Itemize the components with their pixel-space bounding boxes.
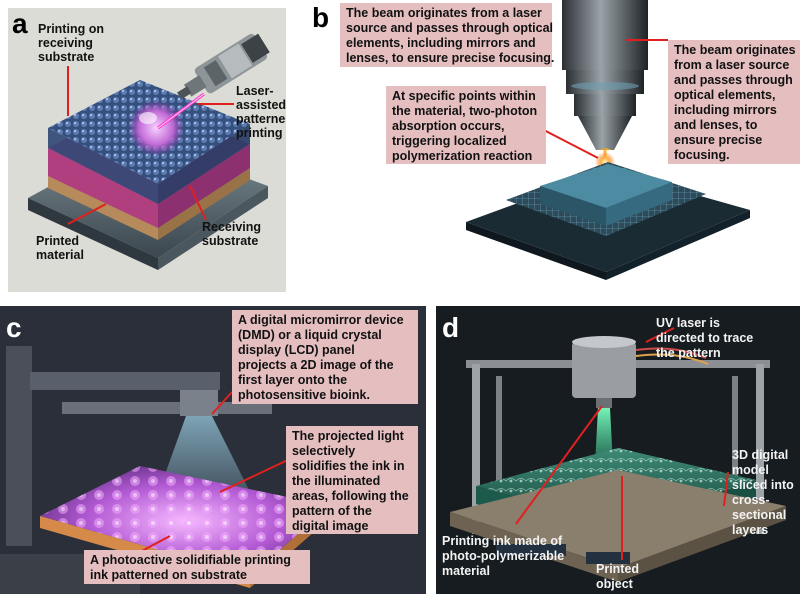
panel-c-letter: c <box>6 312 22 343</box>
label-printing-ink: Printing ink made of photo-polymerizable… <box>442 534 565 578</box>
label-uv-laser: UV laser is directed to trace the patter… <box>656 316 754 360</box>
panel-a: a Printing on receiving substrate Laser-… <box>8 8 286 292</box>
label-printed-object: Printed object <box>596 562 640 591</box>
laser-column <box>562 0 648 70</box>
laser-bubble <box>128 100 184 156</box>
label-printing-on-receiving-substrate: Printing on receiving substrate <box>38 22 104 64</box>
callout-beam-source-top: The beam originates from a laser source … <box>340 3 554 67</box>
uv-laser-head <box>572 342 636 398</box>
callout-two-photon-absorption: At specific points within the material, … <box>386 86 546 164</box>
label-receiving-substrate: Receiving substrate <box>202 220 262 248</box>
panel-b-letter: b <box>312 2 330 33</box>
callout-projected-light: The projected light selectively solidifi… <box>286 426 418 534</box>
panel-b-illustration <box>466 0 750 280</box>
panel-a-illustration <box>28 33 270 270</box>
print-head <box>180 390 218 416</box>
label-3d-digital-model: 3D digital model sliced into cross- sect… <box>732 448 794 537</box>
panel-d-illustration <box>436 306 800 594</box>
panel-d: d UV laser is directed to trace the patt… <box>436 306 800 594</box>
frame-post-right <box>756 364 764 534</box>
panel-a-letter: a <box>12 8 28 39</box>
frame-post-left <box>472 364 480 534</box>
label-laser-assisted-printing: Laser- assisted patterned printing <box>236 84 286 140</box>
panel-d-letter: d <box>442 312 460 343</box>
printer-base <box>450 470 786 568</box>
callout-beam-source-right: The beam originates from a laser source … <box>668 40 800 164</box>
callout-photoactive-ink: A photoactive solidifiable printing ink … <box>84 550 310 584</box>
panel-c: c A digital micromirror device (DMD) or … <box>0 306 426 594</box>
laser-beam-cone <box>598 148 612 150</box>
panel-b: b The beam originates from a laser sourc… <box>306 0 800 292</box>
label-printed-material: Printed material <box>36 234 84 262</box>
callout-dmd-lcd: A digital micromirror device (DMD) or a … <box>232 310 418 404</box>
printer-frame-left <box>6 346 32 546</box>
laser-head <box>177 33 270 100</box>
